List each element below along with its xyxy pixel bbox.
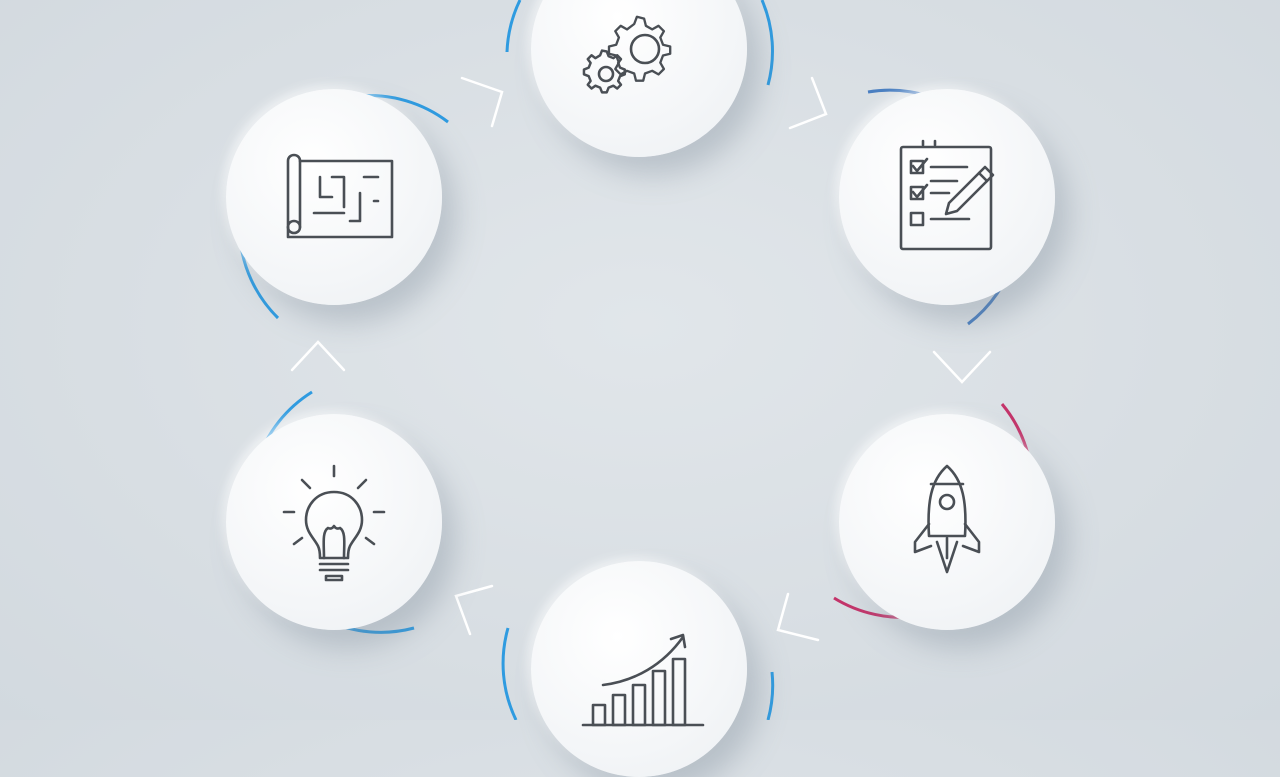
step-growth bbox=[531, 561, 747, 777]
arrow-settings-to-checklist bbox=[788, 76, 828, 130]
arrow-idea-to-plan bbox=[290, 340, 346, 372]
step-checklist bbox=[839, 89, 1055, 305]
step-idea bbox=[226, 414, 442, 630]
growth-chart-icon bbox=[581, 633, 705, 727]
arc-settings bbox=[505, 0, 522, 53]
step-plan bbox=[226, 89, 442, 305]
arc-growth-right bbox=[766, 671, 775, 720]
arrow-growth-to-idea bbox=[454, 584, 494, 636]
blueprint-icon bbox=[286, 153, 394, 239]
arc-growth-left bbox=[501, 627, 518, 720]
step-launch bbox=[839, 414, 1055, 630]
cycle-diagram bbox=[226, 0, 1055, 777]
gears-icon bbox=[582, 15, 672, 94]
lightbulb-icon bbox=[282, 464, 386, 582]
arc-settings-right bbox=[760, 0, 774, 86]
checklist-pencil-icon bbox=[899, 139, 995, 251]
arrow-plan-to-settings bbox=[460, 76, 504, 128]
arrow-checklist-to-launch bbox=[932, 350, 992, 384]
arrow-launch-to-growth bbox=[776, 592, 820, 642]
rocket-icon bbox=[913, 464, 981, 574]
